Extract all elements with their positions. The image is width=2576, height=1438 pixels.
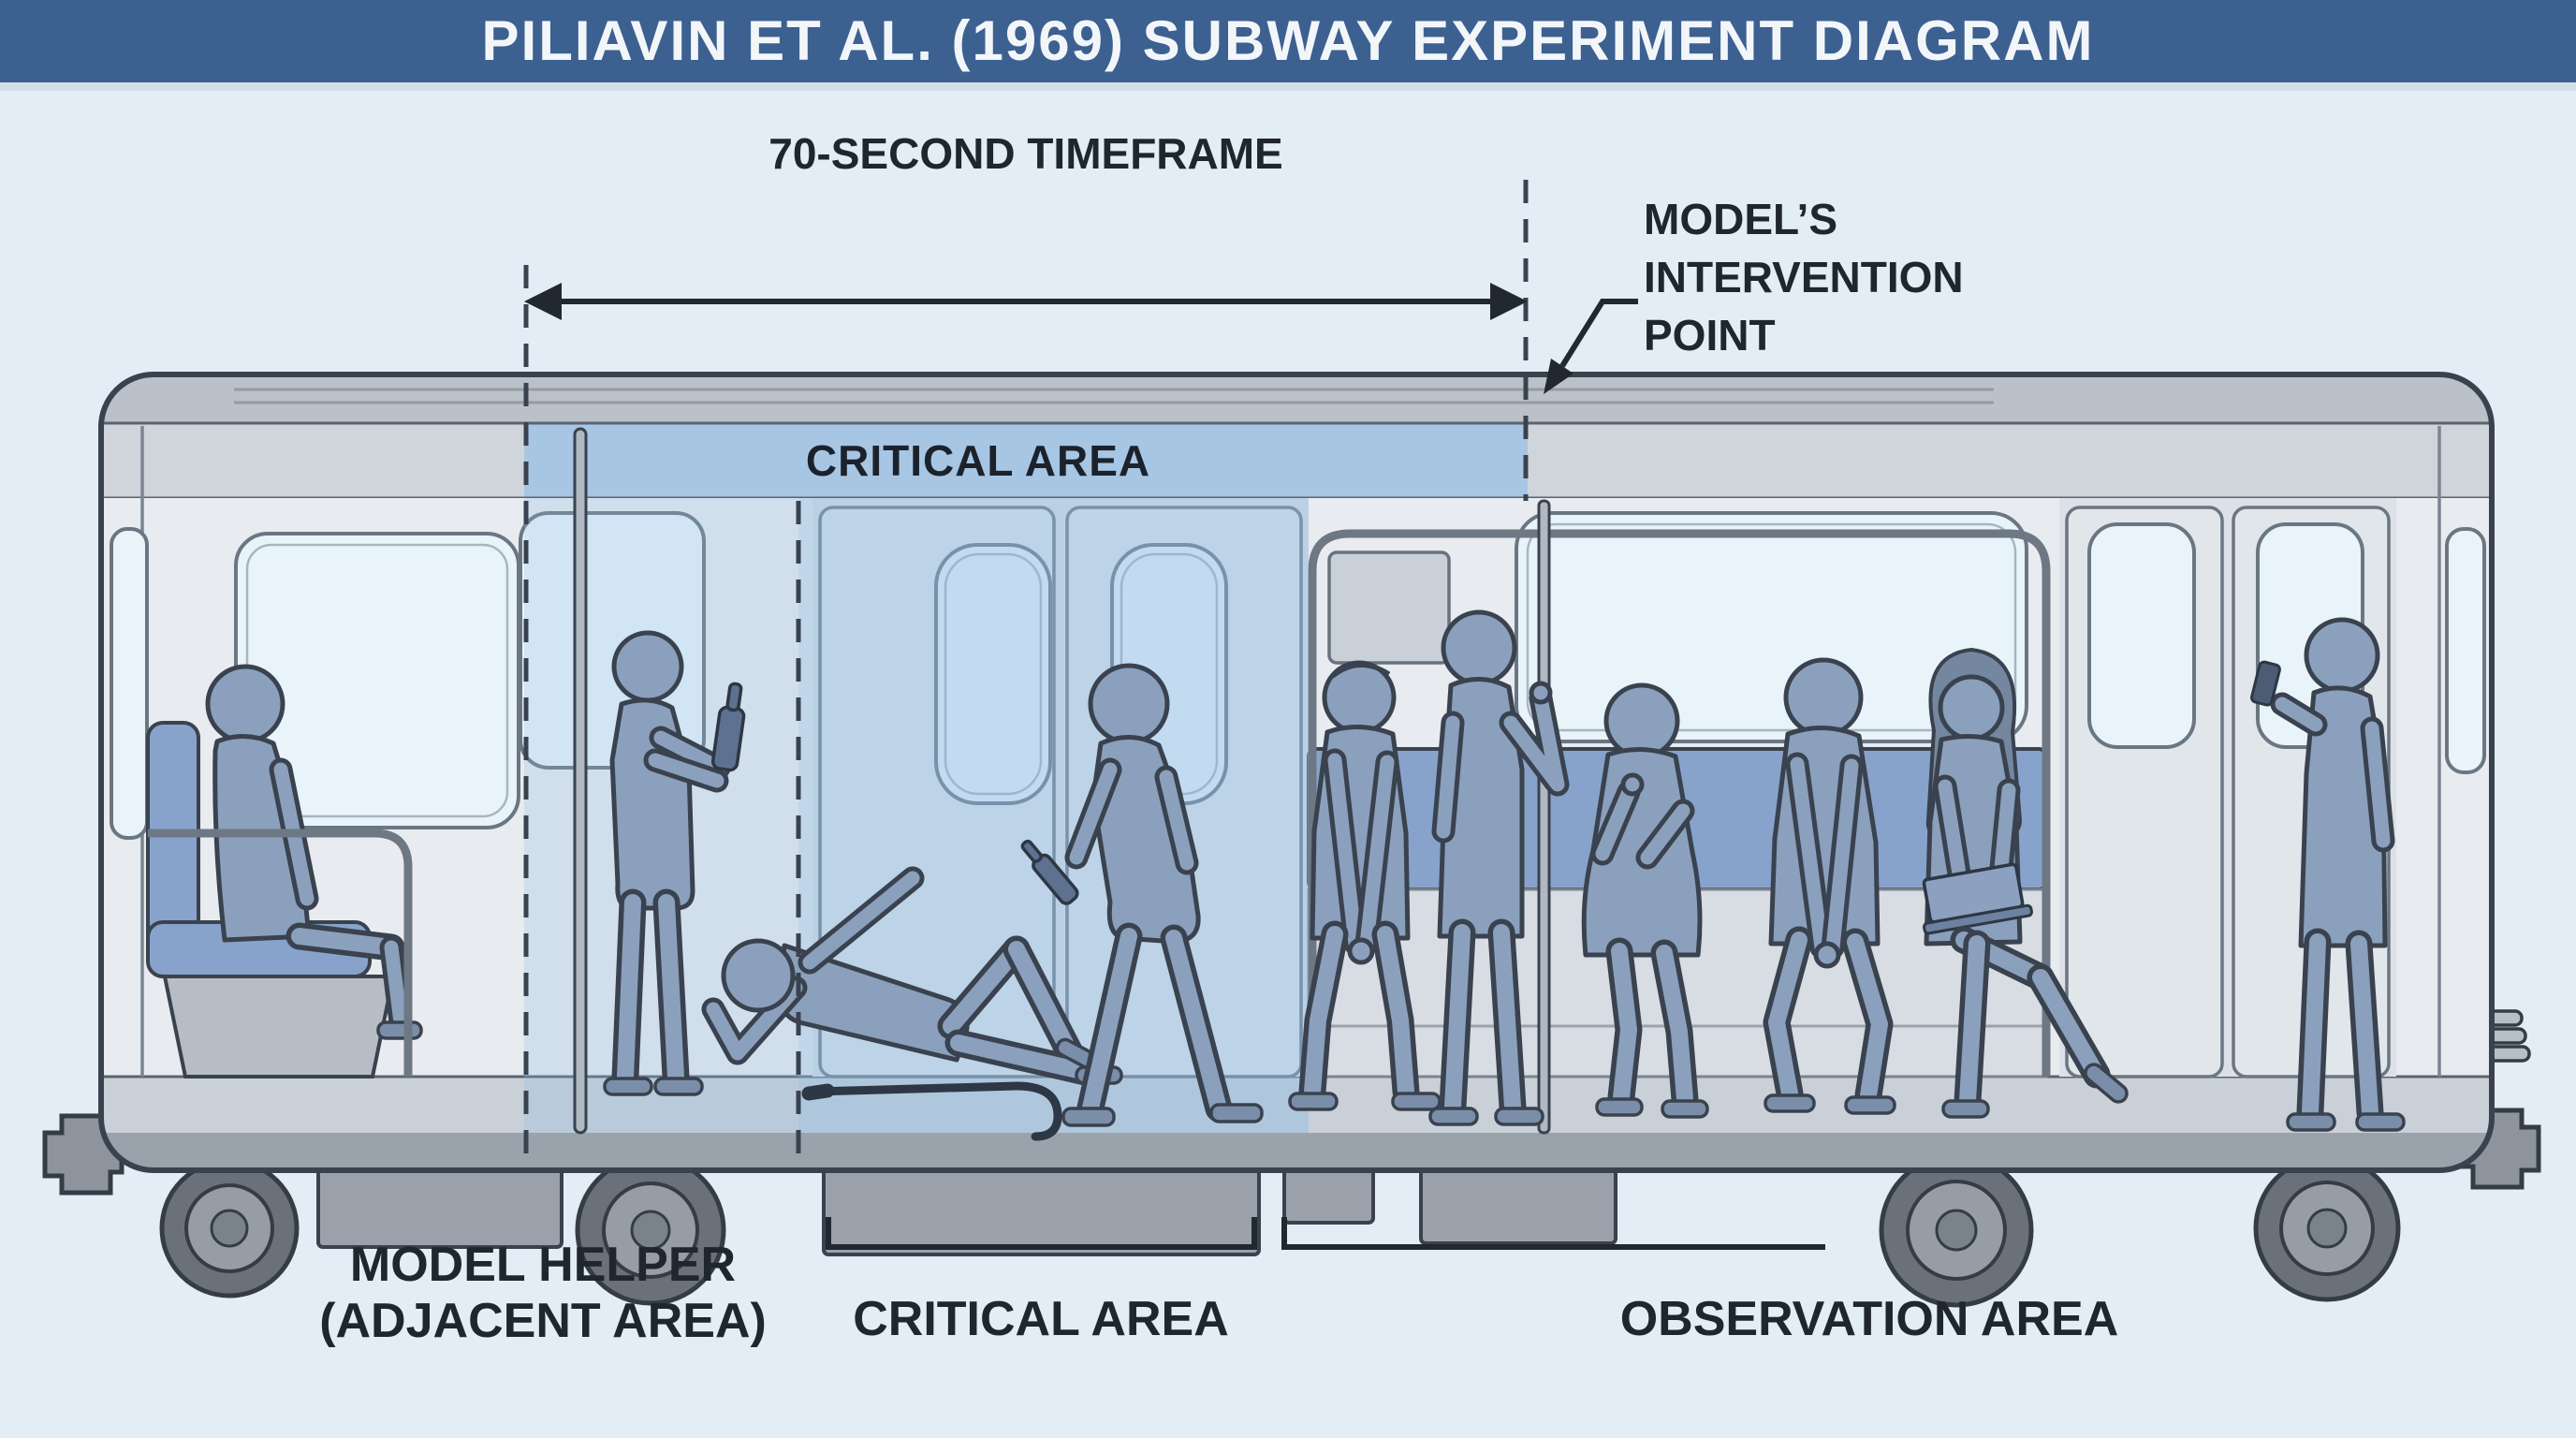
laptop-user-shoe-2 <box>1941 1099 1990 1119</box>
model-helper-head <box>611 630 684 703</box>
car-outline <box>98 372 2495 1173</box>
wheel-4 <box>2253 1154 2401 1302</box>
right-end-window <box>2445 527 2486 774</box>
advertisement-panel <box>1327 550 1451 665</box>
laptop-user-shoe-1 <box>2084 1063 2129 1104</box>
observer-3-head <box>1783 657 1864 738</box>
observer-2-hand <box>1620 772 1645 797</box>
zone-annotations: MODEL HELPER (ADJACENT AREA) CRITICAL AR… <box>319 1217 2118 1348</box>
observer-2-shoe-2 <box>1661 1099 1709 1119</box>
pole-holder-shoe-1 <box>1428 1107 1479 1126</box>
figure-seated-passenger-left <box>146 664 423 1078</box>
timeframe-label: 70-SECOND TIMEFRAME <box>768 129 1282 178</box>
timeframe-annotation: 70-SECOND TIMEFRAME <box>524 129 1528 320</box>
underfloor-equipment-box-1 <box>316 1165 564 1249</box>
intervention-annotation: MODEL’S INTERVENTION POINT <box>1544 195 1964 394</box>
bracket-observation-area <box>1281 1217 1825 1250</box>
observer-1-shoe-2 <box>1391 1092 1442 1111</box>
car-roof-band <box>101 374 2492 423</box>
intervention-label-line2: INTERVENTION <box>1644 253 1964 301</box>
model-helper-shoe-1 <box>603 1077 653 1096</box>
pole-holder-shoe-2 <box>1494 1107 1544 1126</box>
left-seat-base <box>162 975 396 1078</box>
grab-rail-observation <box>1308 529 2051 1077</box>
car-lower-skirt <box>101 1133 2492 1170</box>
figure-model-helper <box>603 630 746 1096</box>
intervention-leader-line <box>1559 299 1638 368</box>
stanchion-pole-center <box>1537 499 1551 1135</box>
phone-user-shoe-2 <box>2355 1112 2406 1132</box>
door-right-window-1 <box>2087 522 2196 749</box>
zone-label-adjacent-line2: (ADJACENT AREA) <box>319 1294 767 1348</box>
figure-standing-phone-user <box>2250 617 2406 1132</box>
figure-seated-observer-1 <box>1288 660 1442 1111</box>
drunk-model-head <box>1088 663 1170 745</box>
underfloor-equipment-box-4 <box>1419 1165 1617 1245</box>
title-bar: PILIAVIN ET AL. (1969) SUBWAY EXPERIMENT… <box>0 0 2576 91</box>
laptop-user-head <box>1938 674 2005 741</box>
page-title: PILIAVIN ET AL. (1969) SUBWAY EXPERIMENT… <box>482 9 2095 72</box>
observer-2-head <box>1603 682 1680 759</box>
critical-area-band-label: CRITICAL AREA <box>806 436 1150 485</box>
figure-seated-observer-3 <box>1763 657 1896 1115</box>
figure-seated-observer-2 <box>1581 682 1709 1119</box>
observer-3-hands <box>1813 941 1841 969</box>
underfloor-equipment-box-2 <box>822 1165 1261 1256</box>
wheel-3 <box>1879 1152 2034 1308</box>
timeframe-arrowhead-left-icon <box>524 283 562 320</box>
pole-holder-head <box>1441 609 1517 686</box>
observer-1-shoe-1 <box>1288 1092 1339 1111</box>
door-left-window-1 <box>934 543 1052 805</box>
grab-rail-left-seat <box>148 829 413 1077</box>
subway-car: CRITICAL AREA <box>98 372 2495 1173</box>
window-observation-inner-frame <box>1526 522 2017 732</box>
figure-seated-laptop-user <box>1922 647 2129 1119</box>
cane <box>801 1081 1062 1141</box>
observer-1-hair <box>1331 663 1391 679</box>
phone-user-head <box>2304 617 2380 694</box>
passenger-left-head <box>205 664 285 744</box>
phone <box>2250 660 2281 707</box>
observer-3-shoe-1 <box>1764 1093 1816 1113</box>
bracket-critical-area <box>826 1217 1257 1250</box>
victim-head <box>721 938 796 1013</box>
wheel-1 <box>159 1158 300 1299</box>
intervention-arrowhead-icon <box>1544 359 1573 394</box>
drunk-model-shoe-2 <box>1209 1103 1264 1123</box>
intervention-label-line1: MODEL’S <box>1644 195 1837 243</box>
zone-label-adjacent-line1: MODEL HELPER <box>350 1238 736 1292</box>
title-bar-background <box>0 0 2576 82</box>
bottle-model-helper <box>710 682 746 772</box>
intervention-label-line3: POINT <box>1644 311 1776 360</box>
observer-2-shoe-1 <box>1595 1097 1644 1117</box>
door-left-window-1-frame <box>944 552 1043 796</box>
title-bar-divider <box>0 82 2576 91</box>
bottle-drunk-model <box>1020 839 1079 905</box>
model-helper-shoe-2 <box>653 1077 704 1096</box>
zone-label-critical: CRITICAL AREA <box>853 1292 1229 1346</box>
passenger-left-shoe <box>376 1020 423 1040</box>
observer-3-shoe-2 <box>1844 1095 1896 1115</box>
timeframe-arrowhead-right-icon <box>1490 283 1528 320</box>
laptop <box>1922 862 2033 935</box>
stanchion-pole-left <box>573 427 588 1135</box>
critical-area-highlight-band <box>524 423 1528 498</box>
observer-1-hands <box>1347 937 1375 965</box>
pole-holder-hand <box>1529 681 1553 705</box>
underfloor-equipment-box-3 <box>1282 1165 1375 1225</box>
figure-standing-pole-holder <box>1428 609 1570 1126</box>
zone-label-observation: OBSERVATION AREA <box>1620 1292 2119 1346</box>
drunk-model-shoe-1 <box>1061 1107 1116 1127</box>
phone-user-shoe-1 <box>2286 1112 2336 1132</box>
left-end-window <box>110 527 149 840</box>
figure-drunk-model <box>1020 663 1264 1127</box>
